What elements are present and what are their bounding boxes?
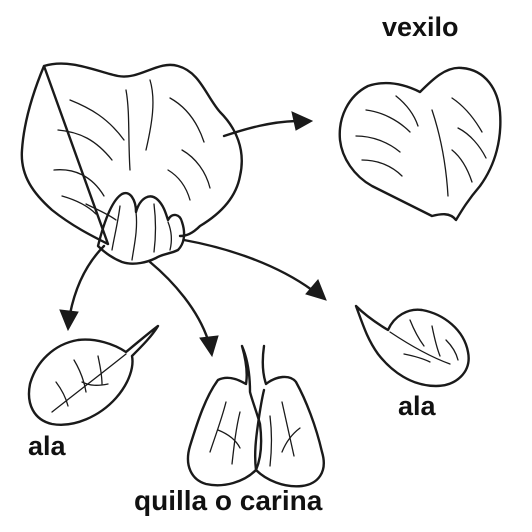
arrowhead-vexilo: [292, 112, 312, 130]
arrowhead-right-ala: [306, 280, 326, 300]
arrowhead-left-ala: [60, 310, 78, 330]
label-quilla-o-carina: quilla o carina: [134, 487, 322, 515]
label-ala-left: ala: [28, 433, 66, 460]
label-vexilo: vexilo: [382, 14, 459, 41]
arrow-to-right-ala: [184, 240, 312, 290]
arrows: [60, 112, 326, 356]
left-ala-outline: [29, 326, 158, 425]
arrow-to-vexilo: [224, 121, 296, 136]
label-ala-right: ala: [398, 393, 436, 420]
keel-drawing: [188, 346, 324, 486]
arrow-to-left-ala: [70, 246, 104, 314]
left-ala-drawing: [29, 326, 158, 425]
keel-left-petal-outline: [188, 346, 261, 485]
keel-right-petal-outline: [255, 346, 324, 486]
right-ala-drawing: [356, 306, 469, 386]
flower-standard-petal-outline: [22, 64, 242, 244]
vexilo-petal-outline: [340, 68, 501, 220]
arrowhead-keel: [200, 336, 218, 356]
arrow-to-keel: [150, 262, 208, 340]
whole-flower-drawing: [22, 64, 242, 264]
flower-keel-and-wings-outline: [98, 193, 184, 264]
vexilo-drawing: [340, 68, 501, 220]
